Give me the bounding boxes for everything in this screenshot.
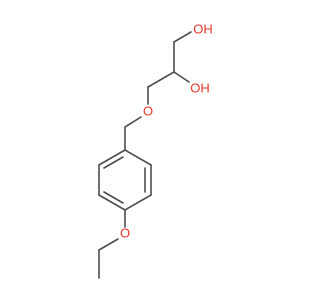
bond-ch2-to-oh-top	[173, 31, 192, 43]
atom-label-oh-middle: OH	[190, 81, 210, 96]
ring-bond-1	[124, 149, 152, 166]
ring-bond-6	[98, 149, 126, 166]
bond-ethoxy-o-to-ch2	[98, 238, 119, 251]
ring-double-bond-inner-3	[103, 156, 124, 169]
ring-bond-3	[124, 194, 152, 211]
bond-ether-o-to-benzyl-ch2	[124, 116, 142, 128]
atom-label-ethoxy-o: O	[120, 226, 130, 241]
ring-bond-4	[98, 194, 126, 211]
bond-choh-to-ch2	[147, 71, 175, 88]
atom-label-oh-top: OH	[193, 22, 213, 37]
molecule-diagram: OH OH O O	[98, 22, 213, 279]
atom-label-ether-o: O	[143, 104, 153, 119]
bonds	[98, 31, 192, 279]
atom-labels: OH OH O O	[120, 22, 213, 241]
ring-double-bond-inner-2	[103, 191, 124, 204]
bond-choh-to-oh-middle	[173, 71, 190, 83]
